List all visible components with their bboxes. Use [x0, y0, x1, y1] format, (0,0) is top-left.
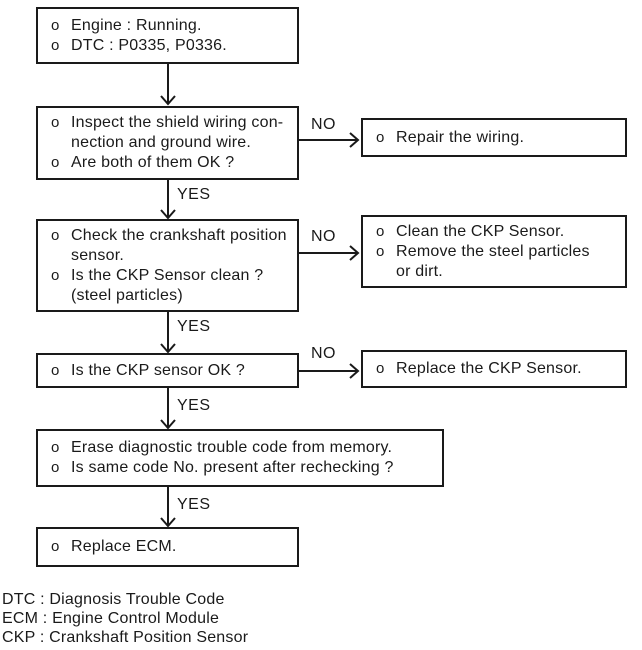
bullet-marker: o: [51, 459, 60, 476]
arrowhead-down-3: [160, 343, 176, 354]
bullet-marker: o: [51, 114, 60, 131]
step-item: o Is same code No. present after recheck…: [51, 458, 438, 478]
branch-label-yes: YES: [177, 397, 211, 414]
branch-label-yes: YES: [177, 496, 211, 513]
arrowhead-down-2: [160, 209, 176, 220]
flow-box-erase-dtc: o Erase diagnostic trouble code from mem…: [36, 429, 444, 487]
bullet-marker: o: [51, 266, 60, 284]
condition-item: o Engine : Running.: [51, 16, 293, 36]
bullet-marker: o: [376, 128, 385, 146]
action-item: o Clean the CKP Sensor.: [376, 222, 621, 242]
flow-box-repair-wiring: o Repair the wiring.: [361, 118, 627, 157]
step-text: Is same code No. present after recheckin…: [71, 459, 394, 476]
condition-text: Engine : Running.: [71, 16, 202, 34]
action-text: Replace the CKP Sensor.: [396, 360, 582, 377]
flow-box-replace-ecm: o Replace ECM.: [36, 527, 299, 567]
bullet-marker: o: [51, 361, 60, 379]
bullet-marker: o: [51, 538, 60, 555]
bullet-marker: o: [376, 242, 385, 260]
action-item: o Replace the CKP Sensor.: [376, 359, 621, 379]
branch-label-yes: YES: [177, 318, 211, 335]
step-text: Erase diagnostic trouble code from memor…: [71, 439, 393, 456]
bullet-marker: o: [376, 360, 385, 377]
condition-item: o DTC : P0335, P0336.: [51, 36, 293, 56]
step-item: o Check the crankshaft position sensor.: [51, 226, 293, 266]
branch-label-no: NO: [311, 116, 336, 133]
action-text: Remove the steel particles or dirt.: [396, 242, 590, 280]
branch-label-no: NO: [311, 228, 336, 245]
step-item: o Inspect the shield wiring con- nection…: [51, 113, 293, 153]
step-text: Is the CKP Sensor clean ? (steel particl…: [71, 266, 264, 304]
action-text: Repair the wiring.: [396, 128, 525, 146]
legend-line-dtc: DTC : Diagnosis Trouble Code: [2, 591, 225, 608]
step-item: o Erase diagnostic trouble code from mem…: [51, 438, 438, 458]
action-item: o Repair the wiring.: [376, 128, 621, 148]
step-item: o Is the CKP sensor OK ?: [51, 361, 293, 381]
condition-text: DTC : P0335, P0336.: [71, 36, 227, 54]
legend-line-ecm: ECM : Engine Control Module: [2, 610, 220, 627]
flow-box-replace-ckp-sensor: o Replace the CKP Sensor.: [361, 350, 627, 388]
arrowhead-right-1: [349, 132, 360, 148]
flow-box-is-ckp-ok: o Is the CKP sensor OK ?: [36, 353, 299, 388]
step-text: Is the CKP sensor OK ?: [71, 361, 245, 379]
step-text: Are both of them OK ?: [71, 154, 235, 171]
flow-box-inspect-wiring: o Inspect the shield wiring con- nection…: [36, 106, 299, 180]
flow-box-clean-ckp-sensor: o Clean the CKP Sensor. o Remove the ste…: [361, 215, 627, 288]
arrowhead-down-4: [160, 419, 176, 430]
bullet-marker: o: [51, 226, 60, 244]
abbreviation-legend: DTC : Diagnosis Trouble Code ECM : Engin…: [2, 590, 248, 647]
bullet-marker: o: [51, 439, 60, 456]
branch-label-no: NO: [311, 345, 336, 362]
step-text: Check the crankshaft position sensor.: [71, 226, 287, 264]
bullet-marker: o: [376, 222, 385, 240]
bullet-marker: o: [51, 36, 60, 54]
branch-label-yes: YES: [177, 186, 211, 203]
legend-line-ckp: CKP : Crankshaft Position Sensor: [2, 629, 249, 646]
flow-box-check-ckp-sensor: o Check the crankshaft position sensor. …: [36, 219, 299, 312]
step-item: o Are both of them OK ?: [51, 153, 293, 173]
flow-box-start-conditions: o Engine : Running. o DTC : P0335, P0336…: [36, 7, 299, 64]
bullet-marker: o: [51, 154, 60, 171]
step-item: o Is the CKP Sensor clean ? (steel parti…: [51, 266, 293, 306]
action-text: Clean the CKP Sensor.: [396, 222, 565, 240]
action-item: o Remove the steel particles or dirt.: [376, 242, 621, 282]
arrowhead-right-2: [349, 245, 360, 261]
step-text: Replace ECM.: [71, 538, 177, 555]
arrowhead-down-5: [160, 517, 176, 528]
bullet-marker: o: [51, 16, 60, 34]
arrowhead-down-1: [160, 95, 176, 106]
step-text: Inspect the shield wiring con- nection a…: [71, 114, 284, 151]
step-item: o Replace ECM.: [51, 537, 293, 557]
arrowhead-right-3: [349, 363, 360, 379]
